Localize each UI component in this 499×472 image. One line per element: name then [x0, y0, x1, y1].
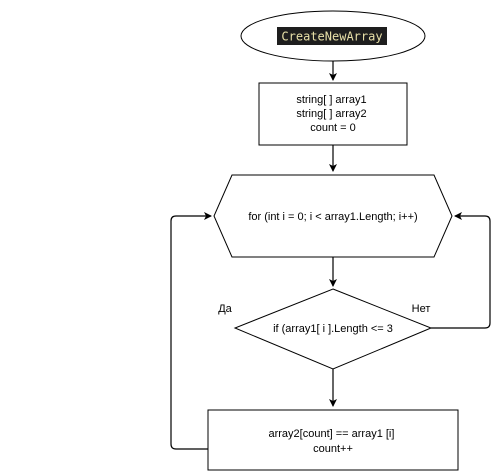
action-line-2: count++	[313, 443, 353, 455]
loop-label: for (int i = 0; i < array1.Length; i++)	[248, 211, 417, 223]
condition-label: if (array1[ i ].Length <= 3	[273, 323, 393, 335]
start-label-highlight	[277, 27, 387, 45]
branch-yes-label: Да	[218, 303, 232, 315]
arrow-action-back-to-loop	[170, 212, 212, 450]
action-process-box: array2[count] == array1 [i] count++	[207, 409, 459, 471]
loop-hexagon: for (int i = 0; i < array1.Length; i++)	[213, 174, 453, 258]
init-line-1: string[ ] array1	[296, 94, 366, 106]
init-process-box: string[ ] array1 string[ ] array2 count …	[258, 82, 408, 146]
init-text: string[ ] array1 string[ ] array2 count …	[296, 94, 369, 134]
branch-no-label: Нет	[412, 303, 431, 315]
arrow-no-back-to-loop	[431, 212, 491, 329]
init-line-3: count = 0	[310, 122, 356, 134]
start-label: CreateNewArray	[281, 30, 382, 44]
start-terminator: CreateNewArray	[240, 10, 426, 62]
init-line-2: string[ ] array2	[296, 108, 366, 120]
condition-diamond: if (array1[ i ].Length <= 3	[233, 288, 433, 370]
action-text: array2[count] == array1 [i] count++	[268, 428, 397, 455]
action-line-1: array2[count] == array1 [i]	[268, 428, 394, 440]
